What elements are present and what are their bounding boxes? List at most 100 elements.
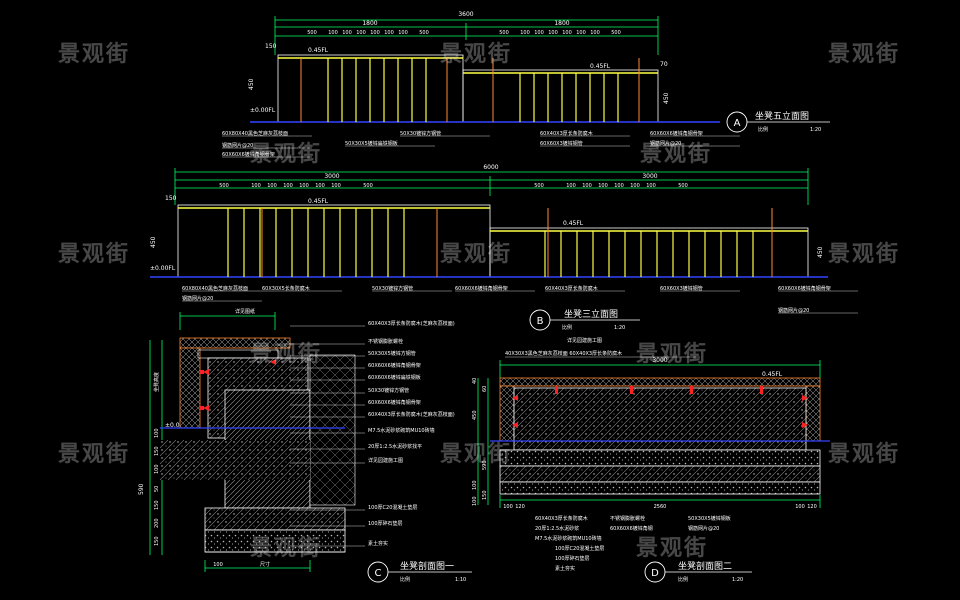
view-c-level: ±0.00FL	[165, 422, 191, 429]
view-d-note: 素土夯实	[555, 565, 575, 572]
view-d-bottom-dim: 120	[515, 504, 525, 510]
view-d-left-dim: 100	[472, 496, 478, 506]
view-c-title: 坐凳剖面图一	[400, 560, 454, 572]
view-a-sub-dim: 100	[590, 30, 600, 36]
view-b-sub-dim: 100	[646, 183, 656, 189]
watermark: 景观街	[640, 142, 713, 167]
view-a-half-dim-right: 1800	[554, 20, 569, 27]
view-a-level-top-right: 0.45FL	[590, 63, 611, 70]
view-b-note: 60X30X5长条防腐木	[262, 285, 310, 292]
view-b-note: 60X60X6镀锌角钢骨架	[778, 285, 831, 292]
watermark: 景观街	[636, 342, 709, 367]
view-d-note: 50X30X5镀锌钢板	[688, 515, 731, 522]
view-a-sub-dim: 100	[398, 30, 408, 36]
view-c-note: 50X30镀锌方钢管	[368, 387, 409, 394]
watermark: 景观街	[250, 536, 323, 561]
view-a-note: 钢筋网片@20	[650, 140, 681, 147]
view-c-note: 60X40X3厚长条防腐木(芝麻灰荔枝面)	[368, 411, 455, 418]
view-a-marker: A	[734, 118, 741, 129]
view-b-level-top-left: 0.45FL	[308, 198, 329, 205]
view-b-sub-dim: 500	[219, 183, 229, 189]
view-b-level-top-right: 0.45FL	[563, 220, 584, 227]
view-a-sub-dim: 100	[328, 30, 338, 36]
view-d-scale: 1:20	[732, 577, 743, 583]
view-c-anchor-bolts	[200, 359, 276, 411]
view-a-right-dim: 70	[660, 61, 668, 68]
view-d-dimension-lines	[477, 360, 821, 508]
view-c-note: 60X40X3厚长条防腐木(芝麻灰荔枝面)	[368, 320, 455, 327]
view-b-height-dim: 450	[150, 236, 157, 248]
view-b-sub-dim: 100	[566, 183, 576, 189]
view-d-note: M7.5水泥砂浆砌筑MU10砖墙	[535, 535, 602, 542]
view-d-bottom-dim: 100	[503, 504, 513, 510]
view-d-marker: D	[651, 568, 659, 579]
view-b-note: 60X80X40黑色芝麻灰荔枝面	[182, 285, 248, 292]
view-d-note: 20厚1:2.5水泥砂浆	[535, 525, 579, 532]
view-c-note: 60X60X6镀锌角钢骨架	[368, 399, 421, 406]
view-a-sub-dim: 500	[419, 30, 429, 36]
view-d-left-dim: 100	[472, 480, 478, 490]
view-c-note: 详见园建施工图	[368, 457, 403, 464]
view-d-top-dim: 3000	[652, 357, 667, 364]
watermark: 景观街	[58, 42, 131, 67]
view-a-sub-dim: 500	[307, 30, 317, 36]
view-c-top-dim: 详见图纸	[235, 308, 255, 315]
view-d-scale-label: 比例	[678, 576, 688, 583]
view-b-scale-label: 比例	[562, 324, 572, 331]
view-a-total-dim: 3600	[458, 11, 473, 18]
view-b-half-dim-right: 3000	[642, 173, 657, 180]
view-c-scale: 1:10	[455, 577, 466, 583]
view-a-note: 60X60X3镀锌钢管	[540, 140, 583, 147]
view-c-note: 素土夯实	[368, 540, 388, 547]
view-c-note: 50X30X5镀锌方钢管	[368, 350, 416, 357]
view-b-sub-dim: 100	[598, 183, 608, 189]
watermark: 景观街	[828, 42, 901, 67]
view-a-sub-dim: 100	[342, 30, 352, 36]
view-a-sub-dim: 100	[576, 30, 586, 36]
view-b-sub-dim: 100	[614, 183, 624, 189]
view-b-note: 50X30镀锌方钢管	[372, 285, 413, 292]
view-b-sub-dim: 100	[267, 183, 277, 189]
view-a-note: 60X40X3厚长条防腐木	[540, 130, 593, 137]
view-d-anchor-bolts	[512, 386, 808, 428]
view-b-sub-dim: 100	[299, 183, 309, 189]
view-a-note: 50X30X5镀锌扁铁钢板	[345, 140, 398, 147]
view-d-bottom-dim: 2560	[654, 504, 667, 510]
view-c-left-dim: 50	[154, 486, 160, 492]
view-d-note: 详见园建施工图	[567, 337, 602, 344]
view-b-note: 60X60X3镀锌钢管	[660, 285, 703, 292]
view-a-height-dim-right: 450	[663, 92, 670, 104]
view-b-note: 钢筋网片@20	[778, 307, 809, 314]
view-b-seat-outline	[150, 204, 828, 278]
view-a-note: 60X60X6镀锌角钢骨架	[650, 130, 703, 137]
view-b-note: 钢筋网片@20	[182, 295, 213, 302]
view-c-wall-body	[160, 354, 356, 553]
view-c-note: M7.5水泥砂浆砌筑MU10砖墙	[368, 427, 435, 434]
view-c-left-dim: 100	[154, 428, 160, 438]
watermark: 景观街	[440, 242, 513, 267]
view-d-note: 不锈钢膨胀螺栓	[610, 515, 645, 522]
view-a-sub-dim: 100	[384, 30, 394, 36]
view-c-seat-cap	[179, 337, 291, 429]
view-d-left-dim: 590	[482, 460, 488, 470]
view-c-bottom-dim-2: 尺寸	[260, 561, 270, 568]
view-c-marker: C	[375, 568, 382, 579]
view-b-sub-dim: 100	[582, 183, 592, 189]
view-b-half-dim-left: 3000	[324, 173, 339, 180]
view-c-left-dim: 150	[154, 446, 160, 456]
view-a-scale-label: 比例	[758, 126, 768, 133]
view-a-height-dim: 450	[248, 78, 255, 90]
view-d-left-dim: 60	[482, 386, 488, 392]
view-d-note: 40X30X3黑色芝麻灰荔枝面 60X40X3厚长条防腐木	[505, 350, 622, 357]
view-c-note: 不锈钢膨胀螺栓	[368, 338, 403, 345]
view-b-total-dim: 6000	[483, 164, 498, 171]
view-d-left-dim: 40	[472, 378, 478, 384]
view-a-sub-dim: 100	[534, 30, 544, 36]
view-c-left-dim: 100	[154, 464, 160, 474]
view-b-level-left: ±0.00FL	[150, 265, 176, 272]
view-b-note: 60X60X6镀锌角钢骨架	[455, 285, 508, 292]
view-b-scale: 1:20	[614, 325, 625, 331]
